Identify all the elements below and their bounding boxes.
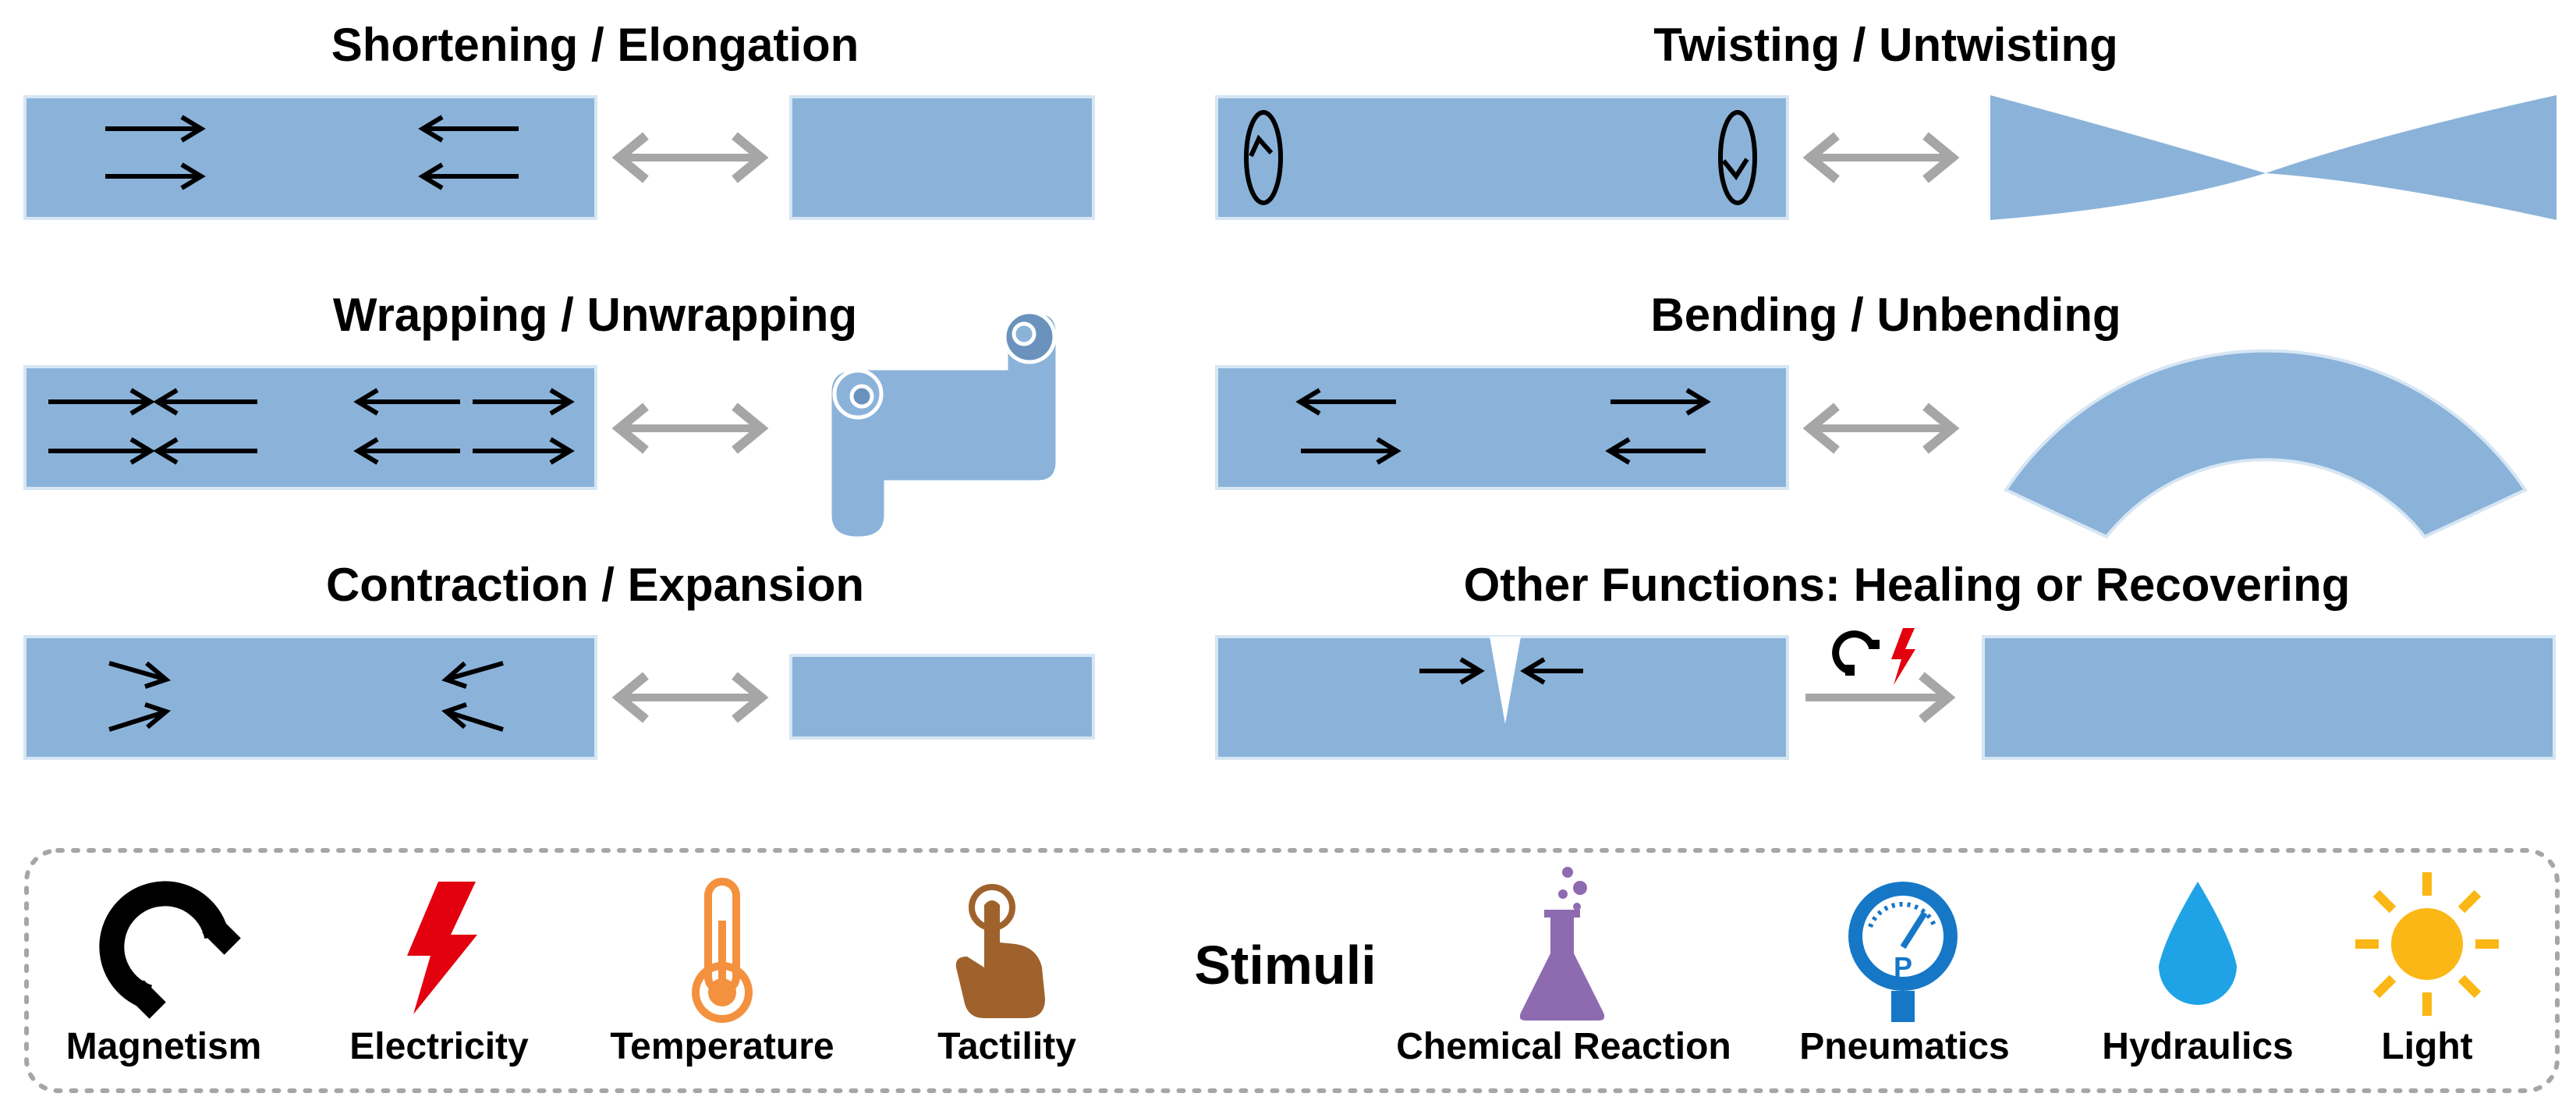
long-bar bbox=[23, 95, 597, 220]
stimulus-label-electricity: Electricity bbox=[349, 1026, 529, 1067]
panel-wrapping bbox=[23, 310, 1060, 541]
small-lightning-icon bbox=[1891, 628, 1915, 685]
diagonal-arrows bbox=[108, 661, 504, 732]
stimulus-label-pneumatics: Pneumatics bbox=[1799, 1026, 2010, 1067]
closing-arrows bbox=[1419, 657, 1583, 685]
twisted-bar bbox=[1990, 95, 2557, 220]
double-arrow bbox=[616, 136, 764, 179]
panel-contraction bbox=[23, 635, 1095, 760]
title-twisting: Twisting / Untwisting bbox=[1653, 19, 2118, 71]
panel-bending bbox=[1215, 349, 2528, 539]
svg-text:P: P bbox=[1894, 951, 1912, 983]
stimulus-label-tactility: Tactility bbox=[937, 1026, 1076, 1067]
title-wrapping: Wrapping / Unwrapping bbox=[332, 289, 858, 341]
title-bending: Bending / Unbending bbox=[1650, 289, 2121, 341]
stimulus-label-chemical-reaction: Chemical Reaction bbox=[1396, 1026, 1731, 1067]
title-contraction: Contraction / Expansion bbox=[325, 559, 865, 611]
panel-twisting bbox=[1215, 95, 2557, 220]
crack bbox=[1490, 637, 1521, 724]
flask-icon bbox=[1519, 867, 1605, 1020]
sun-icon bbox=[2355, 872, 2499, 1016]
stimulus-label-hydraulics: Hydraulics bbox=[2102, 1026, 2294, 1067]
panel-shortening bbox=[23, 95, 1095, 220]
double-arrow bbox=[616, 406, 764, 450]
twist-arrows bbox=[1244, 110, 1757, 205]
double-arrow bbox=[1807, 136, 1955, 179]
small-magnet-icon bbox=[1832, 630, 1880, 676]
bent-arc bbox=[2004, 349, 2528, 539]
single-arrow bbox=[1805, 672, 1956, 723]
magnet-icon bbox=[99, 881, 241, 1019]
title-healing: Other Functions: Healing or Recovering bbox=[1463, 559, 2351, 611]
relaxed-bar bbox=[23, 635, 597, 760]
double-arrow bbox=[1807, 406, 1955, 450]
stimulus-label-light: Light bbox=[2381, 1026, 2473, 1067]
contracted-bar bbox=[789, 654, 1095, 740]
untwisted-bar bbox=[1215, 95, 1789, 220]
wrap-arrows bbox=[48, 388, 575, 465]
stimulus-label-magnetism: Magnetism bbox=[66, 1026, 262, 1067]
inward-arrows bbox=[105, 115, 519, 190]
panel-healing bbox=[1215, 628, 2556, 760]
title-shortening: Shortening / Elongation bbox=[331, 19, 859, 71]
short-bar bbox=[789, 95, 1095, 220]
straight-bar bbox=[1215, 365, 1789, 490]
thermometer-icon bbox=[692, 878, 753, 1023]
flat-bar bbox=[23, 365, 597, 490]
bend-arrows bbox=[1295, 388, 1711, 465]
lightning-icon bbox=[407, 882, 477, 1014]
finger-touch-icon bbox=[955, 884, 1045, 1018]
stimuli-frame bbox=[24, 848, 2560, 1093]
pressure-gauge-icon: P bbox=[1848, 882, 1958, 1022]
water-drop-icon bbox=[2159, 882, 2237, 1005]
healed-bar bbox=[1982, 635, 2556, 760]
stimuli-heading: Stimuli bbox=[1194, 935, 1377, 996]
scroll-shape bbox=[827, 310, 1060, 541]
stimulus-label-temperature: Temperature bbox=[610, 1026, 834, 1067]
double-arrow bbox=[616, 676, 764, 719]
